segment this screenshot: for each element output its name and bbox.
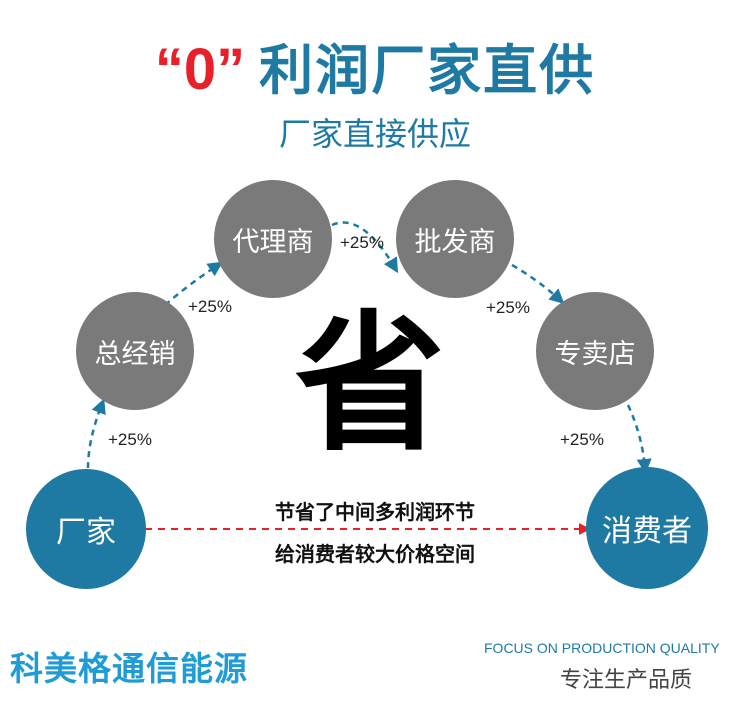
slogan-english: FOCUS ON PRODUCTION QUALITY <box>484 640 720 656</box>
node-agent: 代理商 <box>214 180 332 298</box>
headline-zero: “0” <box>154 37 246 102</box>
arrow-agent-to-wholesaler <box>331 221 399 274</box>
arrow-distributor-to-agent <box>164 261 223 306</box>
save-character: 省 <box>294 298 445 472</box>
arrow-wholesaler-to-store <box>511 263 565 305</box>
markup-label: +25% <box>560 430 604 449</box>
arrow-factory-to-distributor <box>86 398 106 469</box>
node-factory: 厂家 <box>26 469 146 589</box>
subheadline: 厂家直接供应 <box>278 115 471 153</box>
slogan-chinese: 专注生产品质 <box>560 668 693 693</box>
arrow-store-to-consumer <box>626 404 652 474</box>
markup-label: +25% <box>188 297 232 316</box>
markup-label: +25% <box>340 233 384 252</box>
markup-label: +25% <box>486 298 530 317</box>
node-wholesaler: 批发商 <box>396 180 514 298</box>
node-store: 专卖店 <box>536 292 654 410</box>
brand-name: 科美格通信能源 <box>10 649 248 688</box>
node-distributor: 总经销 <box>76 292 194 410</box>
node-consumer: 消费者 <box>586 467 708 589</box>
headline: “0”利润厂家直供 <box>0 30 750 110</box>
note-line-1: 节省了中间多利润环节 <box>275 500 475 524</box>
note-line-2: 给消费者较大价格空间 <box>275 542 475 566</box>
headline-main: 利润厂家直供 <box>259 39 596 102</box>
markup-label: +25% <box>108 430 152 449</box>
